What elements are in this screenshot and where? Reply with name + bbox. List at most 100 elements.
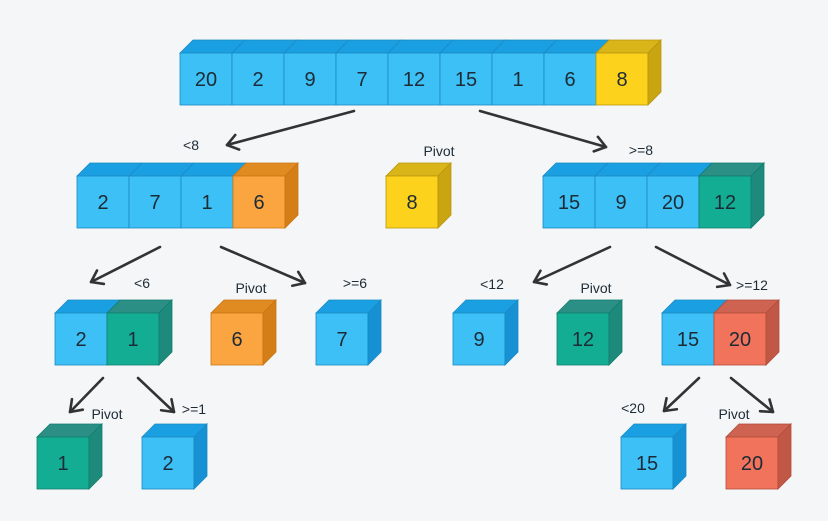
cell-value: 2 [75,329,86,351]
cell-side-face [193,423,208,490]
label-ge6: >=6 [343,275,367,291]
cell-front-face [232,175,286,229]
cell-front-face [439,52,493,106]
arrow-head [662,396,679,413]
cell-value: 20 [662,192,684,214]
cell-front-face [661,312,715,366]
cell-front-face [283,52,337,106]
cell-value: 15 [558,192,580,214]
array-cell: 9 [452,299,519,366]
cell-side-face [437,162,452,229]
array-cell: 6 [543,39,610,106]
array-cell: 2 [54,299,121,366]
array-2: 2 [141,423,208,490]
arrow-21-ge1 [136,376,176,414]
arrow-right-lt12 [532,245,612,286]
cell-side-face [284,162,299,229]
cell-front-face [128,175,182,229]
arrow-right-ge12 [654,245,732,289]
cell-value: 6 [253,192,264,214]
array-cell: 1 [106,299,173,366]
label-lt8: <8 [183,137,199,153]
cell-value: 7 [356,69,367,91]
cell-value: 20 [729,329,751,351]
array-cell: 12 [556,299,623,366]
cell-value: 15 [455,69,477,91]
cell-value: 15 [636,453,658,475]
cell-value: 2 [97,192,108,214]
cell-side-face [504,299,519,366]
cell-value: 12 [572,329,594,351]
array-cell: 2 [76,162,143,229]
left-array: 2 7 1 6 [76,162,299,229]
label-pivot-1: Pivot [91,406,122,422]
array-cell: 12 [698,162,765,229]
cell-value: 1 [201,192,212,214]
cell-side-face [262,299,277,366]
cell-value: 12 [714,192,736,214]
array-cell: 6 [232,162,299,229]
array-cell: 15 [620,423,687,490]
cell-value: 6 [231,329,242,351]
cell-value: 6 [564,69,575,91]
label-pivot-20: Pivot [718,406,749,422]
cell-front-face [594,175,648,229]
array-cell: 20 [713,299,780,366]
cell-value: 1 [512,69,523,91]
cell-front-face [335,52,389,106]
array-cell: 15 [661,299,728,366]
cell-value: 8 [406,192,417,214]
label-ge8: >=8 [629,142,653,158]
cell-front-face [141,436,195,490]
label-pivot-12: Pivot [580,280,611,296]
cell-side-face [765,299,780,366]
cell-value: 12 [403,69,425,91]
pivot-12: 12 [556,299,623,366]
array-7: 7 [315,299,382,366]
cell-front-face [595,52,649,106]
cell-side-face [672,423,687,490]
arrows [68,109,775,414]
arrow-head [68,397,85,414]
arrow-root-left [225,109,356,151]
arrow-head [758,398,775,414]
array-cell: 20 [725,423,792,490]
arrow-head [532,269,549,286]
cell-front-face [725,436,779,490]
cell-value: 7 [149,192,160,214]
label-ge1: >=1 [182,401,206,417]
array-cell: 7 [128,162,195,229]
cell-front-face [315,312,369,366]
pivot-20: 20 [725,423,792,490]
cell-side-face [608,299,623,366]
label-pivot-8: Pivot [423,143,454,159]
arrow-21-lt1 [68,376,105,414]
cell-side-face [777,423,792,490]
cell-side-face [367,299,382,366]
cell-front-face [385,175,439,229]
labels: <8 Pivot >=8 <6 Pivot >=6 <12 Pivot >=12… [91,137,768,422]
arrow-left-lt6 [89,245,162,286]
cell-value: 7 [336,329,347,351]
array-cell: 8 [595,39,662,106]
array-cell: 20 [646,162,713,229]
cell-side-face [647,39,662,106]
arrow-head [159,397,176,414]
cell-value: 1 [57,453,68,475]
label-pivot-6: Pivot [235,280,266,296]
cell-value: 2 [162,453,173,475]
cell-value: 9 [473,329,484,351]
arrow-1520-lt20 [662,376,701,413]
cell-value: 9 [304,69,315,91]
cell-front-face [54,312,108,366]
array-cell: 7 [335,39,402,106]
label-lt20: <20 [621,400,645,416]
array-9: 9 [452,299,519,366]
arrow-head [225,133,241,151]
cell-value: 9 [615,192,626,214]
pivot-1: 1 [36,423,103,490]
array-cell: 7 [315,299,382,366]
